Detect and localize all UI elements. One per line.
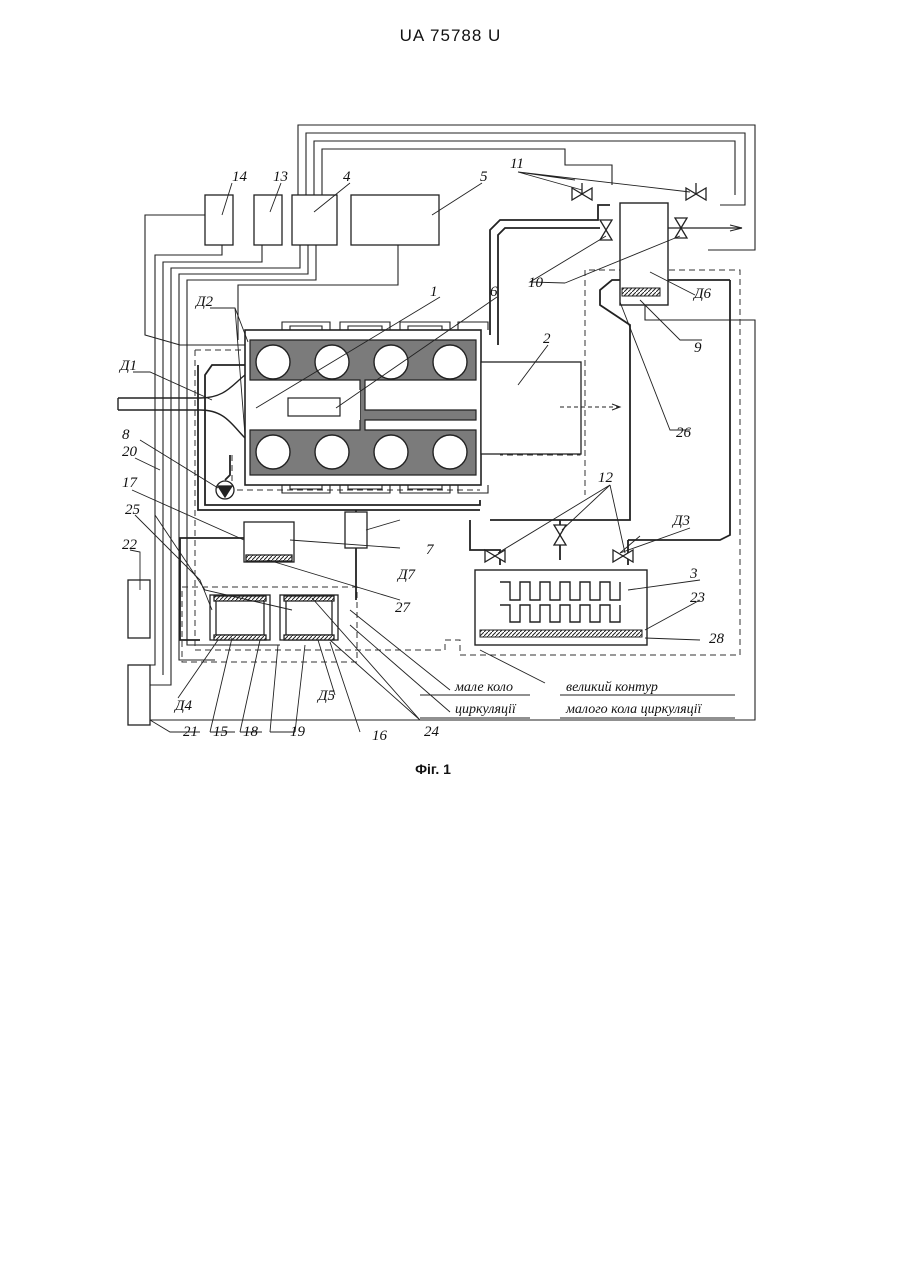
- label-d2: Д2: [194, 294, 214, 310]
- label-23: 23: [690, 590, 705, 606]
- label-6: 6: [490, 284, 498, 300]
- element-6: [288, 398, 340, 416]
- radiator-3: [475, 570, 647, 645]
- label-19: 19: [290, 724, 306, 740]
- label-28: 28: [709, 631, 725, 647]
- label-21: 21: [183, 724, 198, 740]
- unit-21: [128, 665, 150, 725]
- label-18: 18: [243, 724, 259, 740]
- label-11: 11: [510, 156, 524, 172]
- label-2: 2: [543, 331, 551, 347]
- engine-block: [245, 322, 488, 493]
- note-small-circle-line2: циркуляції: [455, 702, 517, 717]
- unit-22: [128, 580, 150, 638]
- control-units: [205, 195, 439, 245]
- exhaust-unit-2: [481, 362, 620, 454]
- label-12: 12: [598, 470, 614, 486]
- label-26: 26: [676, 425, 692, 441]
- label-9: 9: [694, 340, 702, 356]
- unit-5: [351, 195, 439, 245]
- label-14: 14: [232, 169, 248, 185]
- label-13: 13: [273, 169, 288, 185]
- label-15: 15: [213, 724, 229, 740]
- figure-caption: Фіг. 1: [0, 761, 866, 777]
- label-20: 20: [122, 444, 138, 460]
- label-d6: Д6: [692, 286, 712, 302]
- unit-4: [292, 195, 337, 245]
- label-4: 4: [343, 169, 351, 185]
- label-d4: Д4: [173, 698, 193, 714]
- label-27: 27: [395, 600, 412, 616]
- label-1: 1: [430, 284, 438, 300]
- intake-manifold: [118, 375, 245, 438]
- label-5: 5: [480, 169, 488, 185]
- label-22: 22: [122, 537, 138, 553]
- valve-10a: [600, 220, 612, 240]
- label-17: 17: [122, 475, 139, 491]
- unit-13: [254, 195, 282, 245]
- note-big-contour-line2: малого кола циркуляції: [565, 702, 703, 717]
- label-d7: Д7: [396, 567, 417, 583]
- label-7: 7: [426, 542, 435, 558]
- note-small-circle-line1: мале коло: [454, 680, 513, 695]
- label-d5: Д5: [316, 688, 336, 704]
- label-3: 3: [689, 566, 698, 582]
- unit-14: [205, 195, 233, 245]
- label-d3: Д3: [671, 513, 690, 529]
- label-25: 25: [125, 502, 141, 518]
- label-10: 10: [528, 275, 544, 291]
- label-24: 24: [424, 724, 440, 740]
- valve-12a: [485, 550, 505, 562]
- label-d1: Д1: [118, 358, 137, 374]
- label-8: 8: [122, 427, 130, 443]
- unit-7: [345, 512, 367, 548]
- note-big-contour-line1: великий контур: [566, 680, 658, 695]
- label-16: 16: [372, 728, 388, 744]
